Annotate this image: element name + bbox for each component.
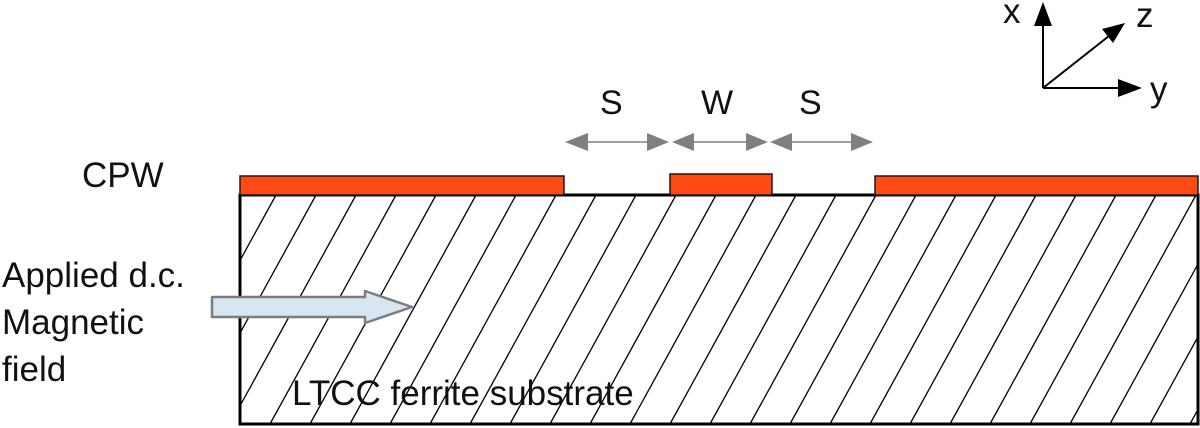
hatch-line xyxy=(240,195,277,262)
hatch-line xyxy=(749,195,877,424)
hatch-line xyxy=(1109,262,1198,424)
w-dimension-arrow xyxy=(672,133,768,151)
x-axis-label: x xyxy=(1003,0,1021,31)
hatch-line xyxy=(549,195,677,424)
hatch-line xyxy=(389,195,517,424)
applied-field-label: Applied d.c. Magnetic field xyxy=(2,252,185,393)
w-label: W xyxy=(701,84,734,122)
hatch-line xyxy=(669,195,797,424)
substrate-hatching xyxy=(240,195,1198,424)
hatch-line xyxy=(629,195,757,424)
dimension-arrows xyxy=(565,133,873,151)
hatch-line xyxy=(429,195,557,424)
hatch-line xyxy=(909,195,1037,424)
cpw-conductors xyxy=(239,173,1199,196)
hatch-line xyxy=(1149,335,1198,424)
s-left-dimension-arrow xyxy=(565,133,669,151)
left-ground-plane xyxy=(239,175,565,196)
applied-field-line-3: field xyxy=(2,350,67,389)
y-axis-label: y xyxy=(1150,70,1168,109)
hatch-line xyxy=(789,195,917,424)
s-right-dimension-arrow xyxy=(770,133,873,151)
y-axis-arrow xyxy=(1043,79,1142,97)
hatch-line xyxy=(989,195,1117,424)
hatch-line xyxy=(349,195,477,424)
hatch-line xyxy=(709,195,837,424)
coordinate-axes xyxy=(1034,2,1142,97)
hatch-line xyxy=(469,195,597,424)
hatch-line xyxy=(869,195,997,424)
hatch-line xyxy=(1029,195,1157,424)
x-axis-arrow xyxy=(1034,2,1052,88)
signal-line xyxy=(669,173,773,196)
substrate-label: LTCC ferrite substrate xyxy=(292,374,634,413)
s-left-label: S xyxy=(600,84,623,122)
cpw-label: CPW xyxy=(82,156,164,195)
z-axis-arrow xyxy=(1042,23,1125,89)
hatch-line xyxy=(589,195,717,424)
applied-field-line-1: Applied d.c. xyxy=(2,256,185,295)
right-ground-plane xyxy=(874,175,1199,196)
hatch-line xyxy=(1069,195,1197,424)
z-axis-label: z xyxy=(1136,0,1154,35)
hatch-line xyxy=(509,195,637,424)
hatch-line xyxy=(829,195,957,424)
hatch-line xyxy=(949,195,1077,424)
applied-field-arrow xyxy=(210,289,414,325)
applied-field-line-2: Magnetic xyxy=(2,303,145,342)
s-right-label: S xyxy=(799,84,822,122)
